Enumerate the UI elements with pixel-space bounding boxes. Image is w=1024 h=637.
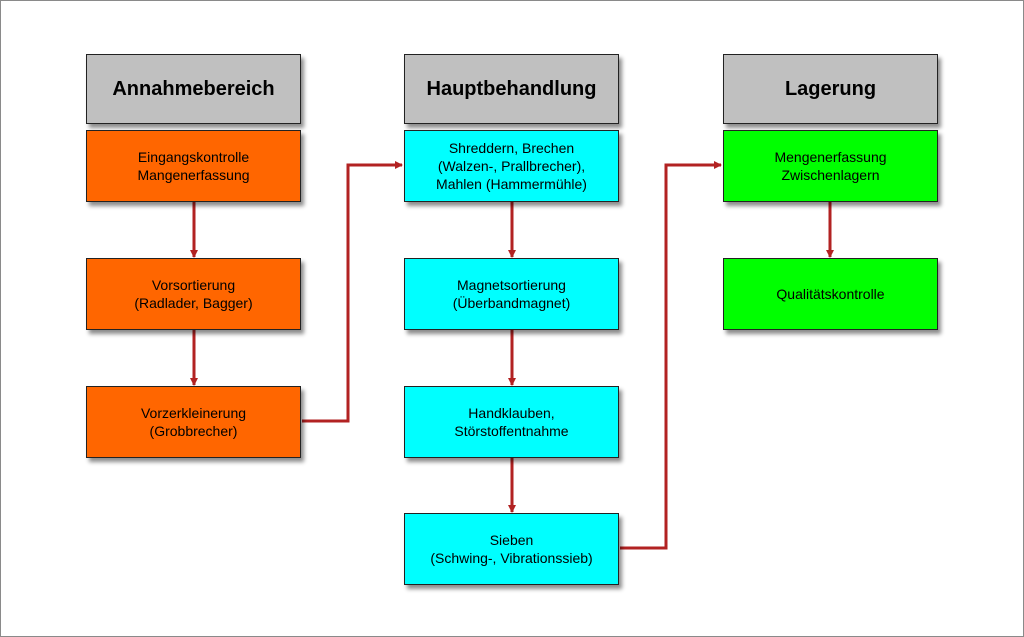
box-mengenerfassung: Mengenerfassung Zwischenlagern [723,130,938,202]
box-line: Handklauben, [468,405,555,421]
arrow-c1-to-c2 [302,161,403,423]
box-shreddern: Shreddern, Brechen (Walzen-, Prallbreche… [404,130,619,202]
box-line: (Überbandmagnet) [452,295,571,311]
box-line: Sieben [489,532,534,548]
box-qualitaetskontrolle: Qualitätskontrolle [723,258,938,330]
box-handklauben: Handklauben, Störstoffentnahme [404,386,619,458]
header-lagerung: Lagerung [723,54,938,124]
header-annahmebereich: Annahmebereich [86,54,301,124]
box-line: Vorzerkleinerung [140,405,247,421]
header-hauptbehandlung: Hauptbehandlung [404,54,619,124]
box-line: (Walzen-, Prallbrecher), [437,158,586,174]
box-eingangskontrolle: Eingangskontrolle Mangenerfassung [86,130,301,202]
box-line: (Schwing-, Vibrationssieb) [430,550,593,566]
header-label: Annahmebereich [112,77,275,100]
box-line: (Grobbrecher) [149,423,238,439]
box-line: Vorsortierung [151,277,236,293]
box-line: Mengenerfassung [774,149,887,165]
arrow-c2-to-c3 [620,161,722,550]
header-label: Lagerung [784,77,877,100]
box-line: Eingangskontrolle [137,149,250,165]
box-line: Störstoffentnahme [454,423,569,439]
box-line: Mangenerfassung [137,167,250,183]
box-line: (Radlader, Bagger) [134,295,253,311]
box-magnetsortierung: Magnetsortierung (Überbandmagnet) [404,258,619,330]
box-line: Qualitätskontrolle [776,286,885,302]
header-label: Hauptbehandlung [426,77,597,100]
box-vorsortierung: Vorsortierung (Radlader, Bagger) [86,258,301,330]
box-vorzerkleinerung: Vorzerkleinerung (Grobbrecher) [86,386,301,458]
box-line: Mahlen (Hammermühle) [436,176,587,192]
box-line: Magnetsortierung [457,277,566,293]
box-line: Zwischenlagern [781,167,880,183]
box-line: Shreddern, Brechen [448,140,575,156]
box-sieben: Sieben (Schwing-, Vibrationssieb) [404,513,619,585]
